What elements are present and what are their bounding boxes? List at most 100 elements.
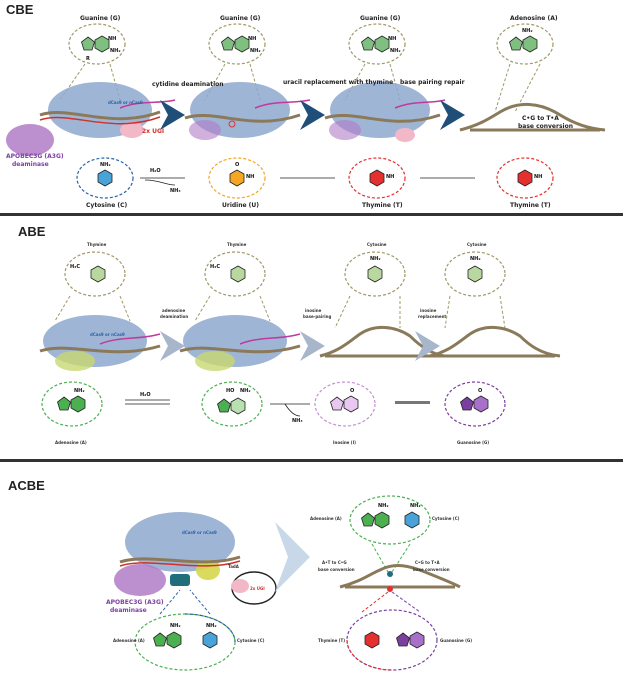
cbe-step1-label: cytidine deamination	[152, 81, 224, 88]
cbe-dna-bubble	[459, 103, 606, 132]
cbe-uridine-zoom: O NH	[208, 157, 266, 199]
abe-dna-bubble-2	[429, 326, 561, 358]
acbe-adenosine-left-label: Adenosine (A)	[113, 638, 145, 643]
cbe-thymine-zoom-2: NH	[496, 157, 554, 199]
abe-thymine-zoom-2: H₃C	[194, 251, 271, 322]
svg-text:NH₂: NH₂	[74, 388, 85, 394]
acbe-title: ACBE	[8, 478, 45, 493]
cbe-step2-label: uracil replacement with thymine	[283, 79, 393, 86]
svg-text:NH: NH	[534, 174, 542, 180]
abe-equivalence-bar	[395, 401, 430, 404]
svg-text:NH₂: NH₂	[170, 623, 181, 629]
abe-inosine-zoom: O	[314, 381, 376, 427]
svg-text:NH₂: NH₂	[110, 48, 121, 54]
svg-text:R: R	[86, 56, 90, 62]
svg-text:NH₂: NH₂	[240, 388, 251, 394]
abe-step1-label-a: adenosine	[162, 308, 185, 313]
abe-inosine-label: Inosine (I)	[333, 440, 356, 445]
svg-text:O: O	[350, 388, 354, 394]
abe-cytosine-zoom-2: NH₂	[444, 251, 506, 329]
abe-adenosine-zoom: NH₂	[41, 381, 103, 427]
cbe-adenosine-zoom: NH₂	[494, 23, 554, 113]
abe-step-arrow-3	[415, 331, 440, 361]
acbe-complex	[114, 512, 277, 605]
svg-text:NH₂: NH₂	[100, 162, 111, 168]
acbe-diagram: dCas9 or nCas9 TadA 2x UGI APOBEC3G (A3G…	[106, 495, 472, 671]
abe-thymine-label-1: Thymine	[87, 242, 107, 247]
abe-cytosine-zoom-1: NH₂	[334, 251, 406, 329]
abe-cytosine-label-1: Cytosine	[367, 242, 387, 247]
abe-cytosine-label-2: Cytosine	[467, 242, 487, 247]
svg-text:NH₂: NH₂	[522, 28, 533, 34]
cbe-thymine-label-2: Thymine (T)	[510, 202, 551, 209]
cbe-guanine-label-3: Guanine (G)	[360, 15, 401, 22]
acbe-guanosine-label: Guanosine (G)	[440, 638, 472, 643]
svg-text:H₃C: H₃C	[70, 264, 80, 270]
cbe-conversion-label-1: C•G to T•A	[522, 115, 559, 122]
abe-step3-label-a: inosine	[420, 308, 437, 313]
svg-text:HO: HO	[226, 388, 234, 394]
abe-step3-label-b: replacement	[418, 314, 446, 319]
cbe-complex-2	[184, 82, 311, 140]
acbe-cas9-label: dCas9 or nCas9	[182, 530, 217, 535]
abe-step-arrow-1	[160, 331, 185, 361]
acbe-thymine-label: Thymine (T)	[318, 638, 345, 643]
cbe-diagram: NH NH₂ R Guanine (G) NH NH₂ Guanine (G) …	[6, 15, 606, 209]
cbe-thymine-label-1: Thymine (T)	[362, 202, 403, 209]
cbe-step-arrow-3	[440, 100, 465, 130]
abe-cas9-label: dCas9 or nCas9	[90, 332, 125, 337]
svg-text:NH₂: NH₂	[470, 256, 481, 262]
acbe-conv-cg-label-1: C•G to T•A	[415, 560, 441, 565]
cbe-cytosine-zoom: NH₂	[76, 157, 134, 199]
abe-step1-label-b: deamination	[160, 314, 188, 319]
svg-text:NH: NH	[386, 174, 394, 180]
cbe-title: CBE	[6, 2, 34, 17]
abe-thymine-zoom-1: H₃C	[54, 251, 131, 322]
cbe-complex-1	[6, 82, 176, 156]
acbe-dna-bubble	[339, 564, 461, 592]
abe-intermediate-zoom: HO NH₂	[201, 381, 263, 427]
abe-adenosine-label: Adenosine (A)	[55, 440, 87, 445]
acbe-adenosine-right-label: Adenosine (A)	[310, 516, 342, 521]
acbe-tada-label: TadA	[228, 564, 240, 569]
abe-step2-label-b: base-pairing	[303, 314, 331, 319]
abe-step2-label-a: inosine	[305, 308, 322, 313]
svg-text:NH: NH	[246, 174, 254, 180]
abe-water-label: H₂O	[140, 392, 151, 398]
svg-text:NH₂: NH₂	[378, 503, 389, 509]
acbe-cytosine-right-label: Cytosine (C)	[432, 516, 460, 521]
abe-ammonia-label: NH₃	[292, 418, 303, 424]
cbe-water-label: H₂O	[150, 168, 161, 174]
cbe-cas9-label: dCas9 or nCas9	[108, 100, 143, 105]
cbe-ugi-label: 2x UGI	[142, 128, 164, 135]
cbe-step3-label: base pairing repair	[400, 79, 465, 86]
cbe-cytosine-label: Cytosine (C)	[86, 202, 128, 209]
cbe-uridine-label: Uridine (U)	[222, 202, 259, 209]
acbe-deaminase-label: deaminase	[110, 607, 147, 614]
abe-complex-1	[39, 315, 161, 371]
svg-text:NH: NH	[108, 36, 116, 42]
abe-step-arrow-2	[300, 331, 325, 361]
svg-text:NH₂: NH₂	[390, 48, 401, 54]
svg-text:NH₂: NH₂	[410, 503, 421, 509]
cbe-ammonia-label: NH₃	[170, 188, 181, 194]
acbe-conv-at-label-2: base conversion	[318, 567, 355, 572]
cbe-apobec-label: APOBEC3G (A3G)	[6, 153, 64, 160]
svg-text:NH: NH	[248, 36, 256, 42]
divider-2	[0, 459, 623, 462]
acbe-cytosine-left-label: Cytosine (C)	[237, 638, 265, 643]
acbe-conv-cg-label-2: base conversion	[413, 567, 450, 572]
acbe-ugi-label: 2x UGI	[250, 586, 265, 591]
acbe-bottom-zoom	[346, 591, 438, 671]
divider-1	[0, 213, 623, 216]
cbe-adenosine-label: Adenosine (A)	[510, 15, 558, 22]
cbe-complex-3	[324, 82, 446, 142]
svg-text:H₃C: H₃C	[210, 264, 220, 270]
svg-text:NH₂: NH₂	[370, 256, 381, 262]
acbe-left-bases-zoom: NH₂ NH₂	[134, 589, 236, 671]
abe-title: ABE	[18, 224, 46, 239]
abe-guanosine-zoom: O	[444, 381, 506, 427]
cbe-step-arrow-2	[300, 100, 325, 130]
svg-text:NH₂: NH₂	[206, 623, 217, 629]
svg-text:NH: NH	[388, 36, 396, 42]
